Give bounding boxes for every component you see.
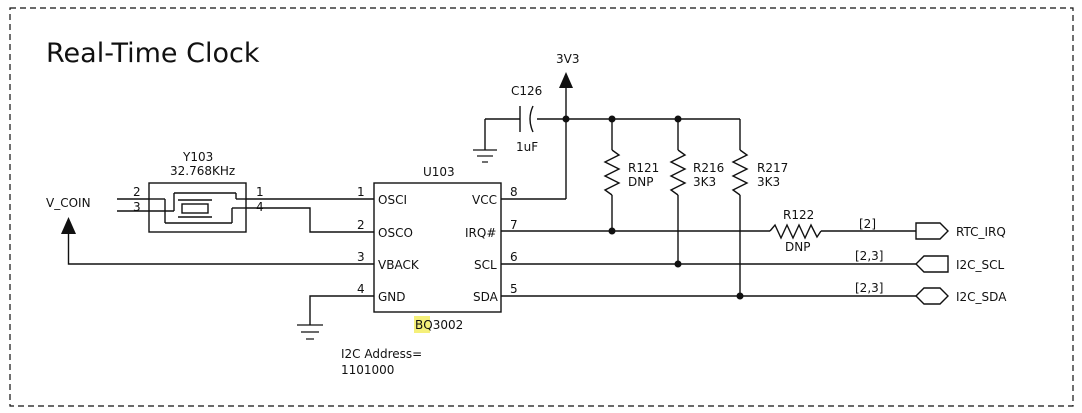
battery-net-label: V_COIN bbox=[46, 196, 91, 210]
ic-pin-name: VCC bbox=[472, 193, 497, 207]
capacitor-value: 1uF bbox=[516, 140, 538, 154]
address-note-line2: 1101000 bbox=[341, 363, 394, 377]
resistor-r122 bbox=[769, 223, 916, 240]
capacitor-ref: C126 bbox=[511, 84, 542, 98]
resistor-value: DNP bbox=[628, 175, 653, 189]
wire-osco bbox=[246, 207, 374, 233]
ic-pin-number: 4 bbox=[357, 282, 365, 296]
capacitor-c126 bbox=[484, 105, 534, 150]
ic-pin-name: IRQ# bbox=[465, 226, 496, 240]
ic-pin-number: 6 bbox=[510, 250, 518, 264]
crystal-y103-body bbox=[148, 182, 247, 233]
resistor-ref: R216 bbox=[693, 161, 724, 175]
ic-pin-number: 2 bbox=[357, 218, 365, 232]
crystal-pin-number: 1 bbox=[256, 185, 264, 199]
resistor-r217 bbox=[731, 119, 749, 296]
crystal-ref: Y103 bbox=[182, 150, 213, 164]
ic-ref: U103 bbox=[423, 165, 455, 179]
crystal-pin-number: 4 bbox=[256, 200, 264, 214]
ic-pin-name: SDA bbox=[473, 290, 499, 304]
junction-dot bbox=[674, 260, 682, 268]
junction-dot bbox=[608, 227, 616, 235]
port-sheet-ref: [2] bbox=[859, 217, 876, 231]
resistor-ref: R217 bbox=[757, 161, 788, 175]
ic-part-highlight-box bbox=[414, 316, 430, 333]
sheet-title: Real-Time Clock bbox=[46, 38, 260, 69]
ground-symbol bbox=[473, 149, 497, 163]
port-label: I2C_SDA bbox=[956, 290, 1007, 304]
wire-gnd bbox=[309, 295, 374, 325]
resistor-ref: R121 bbox=[628, 161, 659, 175]
resistor-value: DNP bbox=[785, 240, 810, 254]
port-output-symbol bbox=[915, 222, 949, 240]
crystal-symbol bbox=[117, 192, 246, 224]
resistor-r121 bbox=[603, 119, 621, 231]
ic-pin-name: OSCO bbox=[378, 226, 413, 240]
crystal-pin-number: 3 bbox=[133, 200, 141, 214]
power-net-label: 3V3 bbox=[556, 52, 579, 66]
sheet-border bbox=[9, 7, 1074, 407]
ic-u103-body bbox=[373, 182, 502, 313]
resistor-value: 3K3 bbox=[693, 175, 716, 189]
resistor-ref: R122 bbox=[783, 208, 814, 222]
battery-symbol bbox=[61, 217, 76, 234]
ground-symbol bbox=[297, 324, 323, 340]
port-label: I2C_SCL bbox=[956, 258, 1005, 272]
ic-pin-number: 3 bbox=[357, 250, 365, 264]
ic-pin-name: GND bbox=[378, 290, 406, 304]
ic-pin-number: 5 bbox=[510, 282, 518, 296]
ic-pin-name: SCL bbox=[474, 258, 497, 272]
ic-pin-name: VBACK bbox=[378, 258, 420, 272]
port-sheet-ref: [2,3] bbox=[855, 249, 883, 263]
port-label: RTC_IRQ bbox=[956, 225, 1006, 239]
resistor-r216 bbox=[669, 119, 687, 264]
port-sheet-ref: [2,3] bbox=[855, 281, 883, 295]
crystal-value: 32.768KHz bbox=[170, 164, 235, 178]
ic-part-prefix: BQ bbox=[415, 318, 433, 332]
ic-part-number: BQ3002 bbox=[415, 318, 463, 332]
power-3v3-symbol bbox=[559, 72, 573, 199]
ic-part-suffix: 3002 bbox=[433, 318, 464, 332]
ic-pin-name: OSCI bbox=[378, 193, 407, 207]
ic-pin-number: 7 bbox=[510, 218, 518, 232]
ic-pin-number: 8 bbox=[510, 185, 518, 199]
junction-dot bbox=[562, 115, 570, 123]
ic-pin-number: 1 bbox=[357, 185, 365, 199]
junction-dot bbox=[736, 292, 744, 300]
address-note-line1: I2C Address= bbox=[341, 347, 422, 361]
port-bidir-symbol bbox=[915, 287, 949, 305]
wire-vback bbox=[67, 234, 374, 265]
port-input-symbol bbox=[915, 255, 949, 273]
crystal-pin-number: 2 bbox=[133, 185, 141, 199]
resistor-value: 3K3 bbox=[757, 175, 780, 189]
